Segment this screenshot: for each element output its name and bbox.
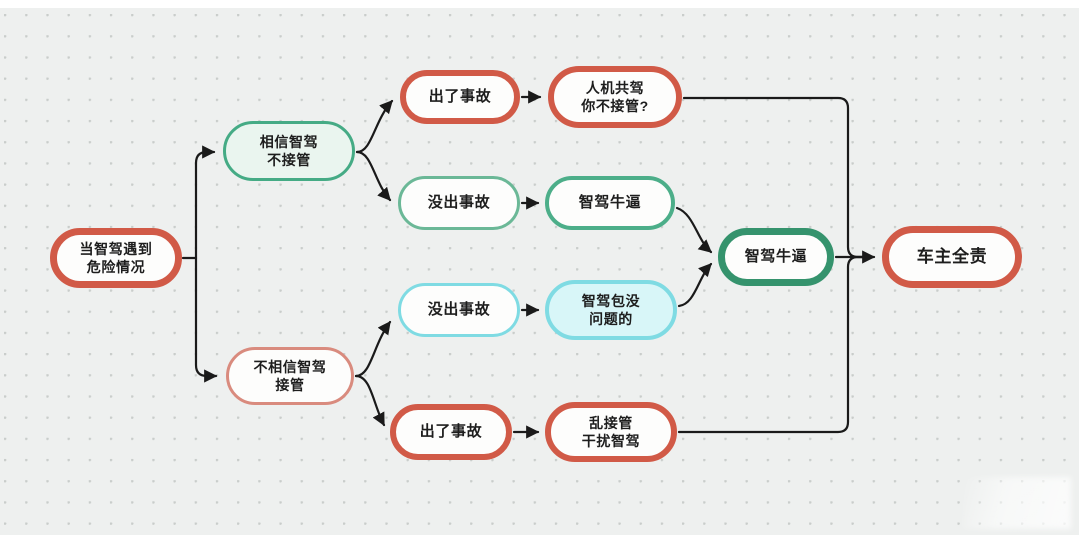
node-label: 智驾包没 问题的 [581, 292, 641, 327]
node-label: 没出事故 [427, 194, 491, 212]
node-label: 出了事故 [428, 88, 492, 106]
node-label: 相信智驾 不接管 [259, 133, 319, 168]
node-label: 智驾牛逼 [578, 194, 642, 212]
node-label: 当智驾遇到 危险情况 [79, 240, 153, 275]
node-distrust[interactable]: 不相信智驾 接管 [226, 347, 354, 405]
node-acc2[interactable]: 出了事故 [390, 404, 512, 460]
node-human[interactable]: 人机共驾 你不接管? [548, 66, 682, 128]
node-label: 人机共驾 你不接管? [581, 79, 649, 114]
node-label: 出了事故 [419, 423, 483, 441]
node-disturb[interactable]: 乱接管 干扰智驾 [545, 402, 677, 462]
node-root[interactable]: 当智驾遇到 危险情况 [50, 228, 182, 288]
canvas-top-margin [0, 0, 1079, 8]
node-noacc2[interactable]: 没出事故 [398, 283, 520, 337]
node-great2[interactable]: 智驾牛逼 [718, 228, 834, 286]
node-trust[interactable]: 相信智驾 不接管 [223, 121, 355, 181]
node-label: 不相信智驾 接管 [253, 358, 327, 393]
node-blame[interactable]: 车主全责 [882, 226, 1022, 288]
node-label: 车主全责 [916, 246, 988, 266]
node-label: 智驾牛逼 [744, 248, 808, 266]
node-great1[interactable]: 智驾牛逼 [545, 176, 675, 230]
node-label: 没出事故 [427, 301, 491, 319]
node-acc1[interactable]: 出了事故 [400, 70, 520, 124]
canvas-bottom-margin [0, 535, 1079, 543]
node-label: 乱接管 干扰智驾 [581, 414, 641, 449]
node-nopro[interactable]: 智驾包没 问题的 [545, 280, 677, 340]
node-noacc1[interactable]: 没出事故 [398, 176, 520, 230]
